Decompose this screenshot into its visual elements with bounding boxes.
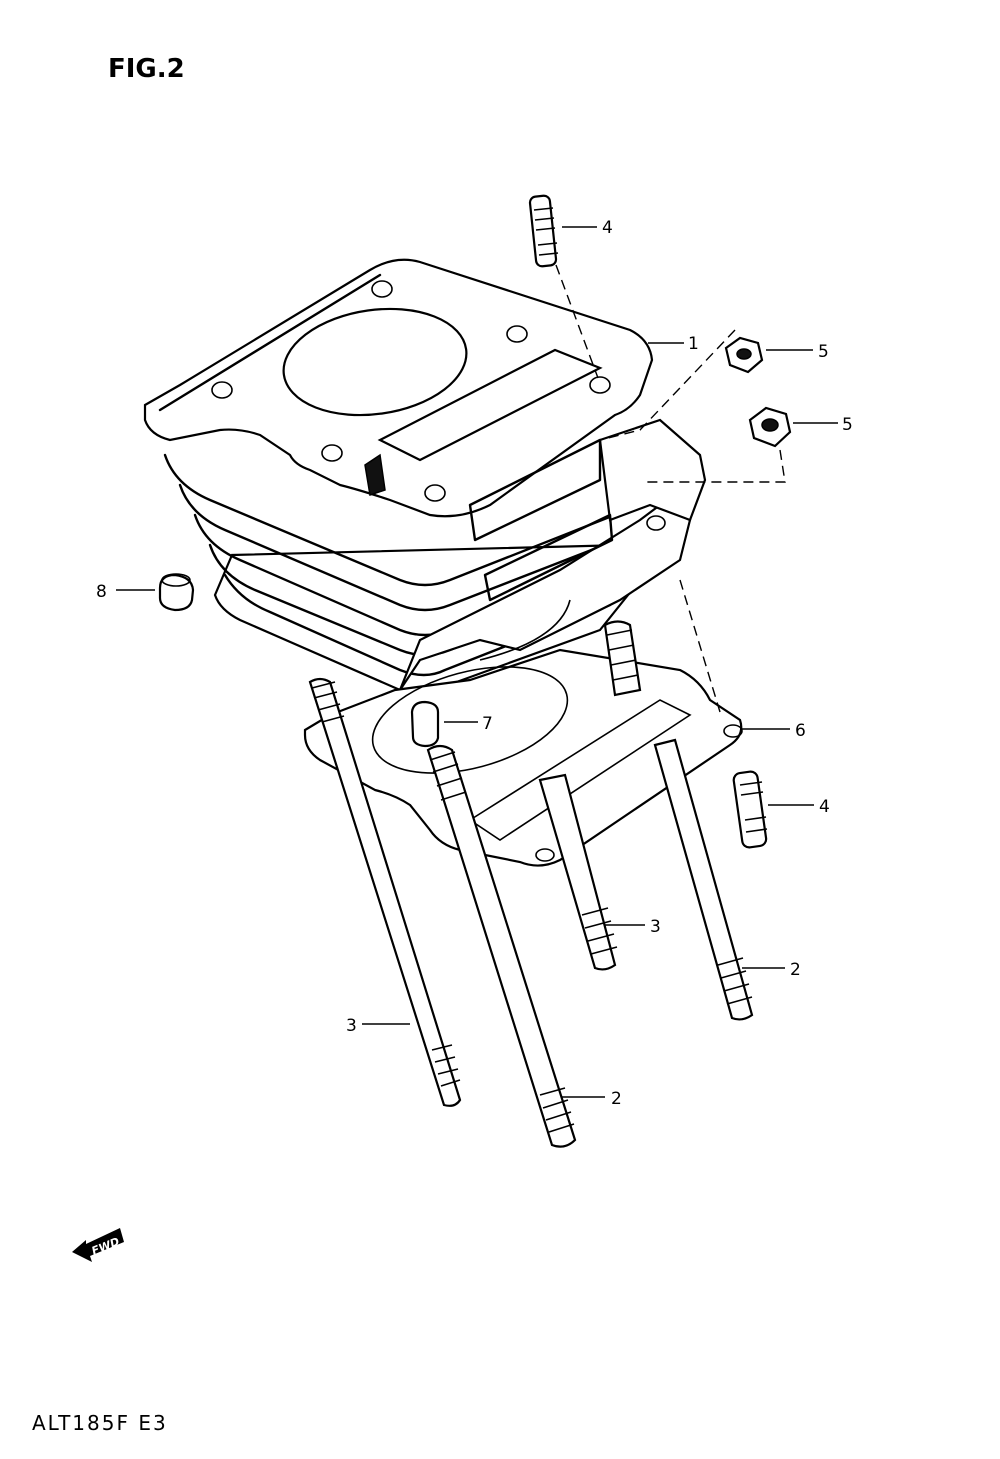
callout-4-top: 4 xyxy=(602,218,613,238)
stud-bolt-top xyxy=(528,194,599,379)
callout-5-upper: 5 xyxy=(818,342,829,362)
nut-lower xyxy=(748,406,792,448)
callout-4-right: 4 xyxy=(819,797,830,817)
cylinder-base-gasket xyxy=(303,579,743,867)
callout-3-left: 3 xyxy=(346,1016,357,1036)
callout-8: 8 xyxy=(96,582,107,602)
model-code: ALT185F E3 xyxy=(32,1411,168,1435)
long-stud-2-right xyxy=(653,738,754,1021)
callout-2-right: 2 xyxy=(790,960,801,980)
callout-2-center: 2 xyxy=(611,1089,622,1109)
long-stud-3-right xyxy=(538,620,642,971)
forward-label: FWD xyxy=(90,1235,122,1258)
dowel-pin-8 xyxy=(158,573,195,612)
callout-7: 7 xyxy=(482,714,493,734)
callout-labels: 4 1 5 5 8 6 7 4 3 2 3 2 xyxy=(96,218,853,1109)
callout-5-lower: 5 xyxy=(842,415,853,435)
callout-3-right: 3 xyxy=(650,917,661,937)
stud-bolt-right xyxy=(732,770,768,849)
nut-upper xyxy=(724,336,764,374)
cylinder-assembly xyxy=(143,258,707,694)
callout-1: 1 xyxy=(688,334,699,354)
long-stud-3-left xyxy=(308,677,462,1107)
forward-arrow-icon: FWD xyxy=(72,1228,124,1262)
dowel-pin-7 xyxy=(410,700,440,748)
callout-6: 6 xyxy=(795,721,806,741)
figure-title: FIG.2 xyxy=(108,54,185,84)
long-stud-2-center xyxy=(426,744,577,1148)
